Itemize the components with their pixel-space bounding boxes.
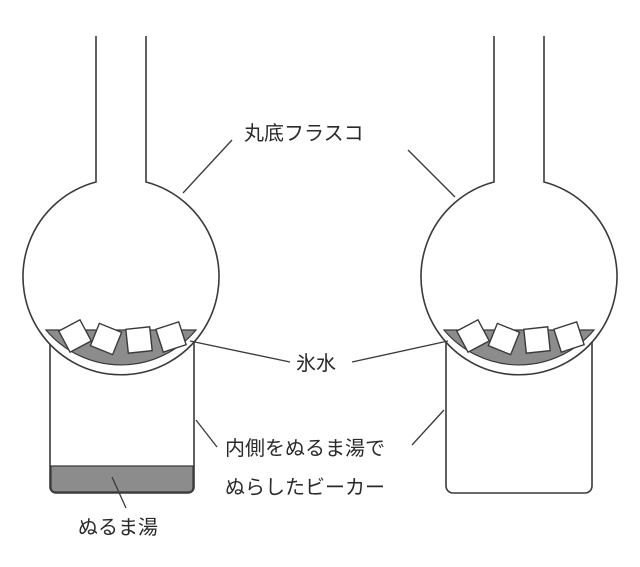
leader-ice-water-left <box>189 340 291 363</box>
left-beaker-lukewarm-water <box>50 465 194 493</box>
label-wet-beaker-line2: ぬらしたビーカー <box>225 475 385 499</box>
leader-beaker-left <box>195 419 218 448</box>
ice-cube <box>125 326 153 354</box>
label-flask: 丸底フラスコ <box>244 121 364 145</box>
leader-lines <box>111 139 456 509</box>
right-flask-bulb <box>420 36 618 376</box>
leader-flask-right <box>407 149 456 198</box>
ice-cube <box>523 326 551 354</box>
ice-cube <box>57 318 93 354</box>
left-flask-bulb <box>22 36 220 376</box>
left-ice-cubes <box>57 318 188 356</box>
leader-lukewarm <box>111 476 127 509</box>
ice-cube <box>455 318 491 354</box>
leader-ice-water-right <box>351 340 449 363</box>
right-ice-cubes <box>455 318 586 356</box>
ice-cube <box>487 322 521 356</box>
left-apparatus <box>22 36 220 494</box>
leader-flask-left <box>182 139 233 194</box>
label-ice-water: 氷水 <box>296 351 336 375</box>
label-wet-beaker-line1: 内側をぬるま湯で <box>225 436 385 460</box>
ice-cube <box>89 322 123 356</box>
ice-cube <box>552 320 586 354</box>
leader-beaker-right <box>411 409 445 446</box>
label-lukewarm-water: ぬるま湯 <box>78 515 158 539</box>
ice-cube <box>154 320 188 354</box>
right-apparatus <box>420 36 618 494</box>
